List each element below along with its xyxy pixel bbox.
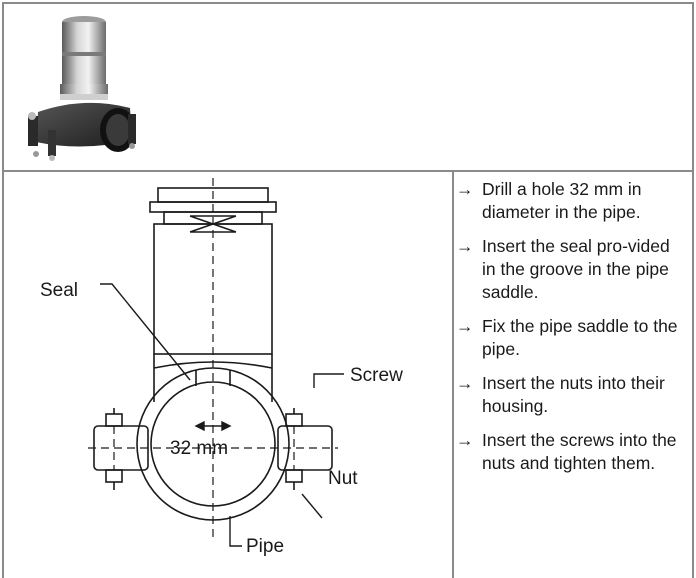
screw-leader	[313, 373, 344, 388]
instruction-text: Drill a hole 32 mm in diameter in the pi…	[482, 179, 642, 222]
instruction-step: → Insert the seal pro-vided in the groove…	[456, 235, 688, 304]
instruction-step: → Drill a hole 32 mm in diameter in the p…	[456, 178, 688, 224]
label-nut: Nut	[328, 468, 358, 489]
arrow-icon: →	[456, 430, 474, 450]
instruction-step: → Insert the screws into the nuts and tig…	[456, 429, 688, 475]
dimension-label: 32 mm	[170, 438, 228, 459]
installation-diagram: Seal Screw Nut Pipe 32 mm	[40, 178, 403, 557]
instruction-list: → Drill a hole 32 mm in diameter in the p…	[456, 178, 688, 486]
instruction-step: → Insert the nuts into their housing.	[456, 372, 688, 418]
label-pipe: Pipe	[246, 536, 284, 557]
instruction-text: Insert the seal pro-vided in the groove …	[482, 236, 670, 302]
arrow-icon: →	[456, 316, 474, 336]
nut-leader	[301, 493, 323, 519]
right-border	[692, 170, 694, 578]
product-photo-panel	[2, 2, 694, 172]
instruction-text: Fix the pipe saddle to the pipe.	[482, 316, 678, 359]
left-border	[2, 170, 4, 578]
pipe-saddle-photo	[28, 16, 136, 161]
arrow-icon: →	[456, 179, 474, 199]
instruction-text: Insert the nuts into their housing.	[482, 373, 665, 416]
label-screw: Screw	[350, 365, 403, 386]
arrow-icon: →	[456, 236, 474, 256]
pipe-leader	[229, 516, 242, 547]
seal-leader	[100, 283, 191, 381]
arrow-icon: →	[456, 373, 474, 393]
horizontal-divider	[2, 170, 694, 172]
label-seal: Seal	[40, 280, 78, 301]
instruction-step: → Fix the pipe saddle to the pipe.	[456, 315, 688, 361]
instruction-text: Insert the screws into the nuts and tigh…	[482, 430, 677, 473]
column-divider	[452, 170, 454, 578]
